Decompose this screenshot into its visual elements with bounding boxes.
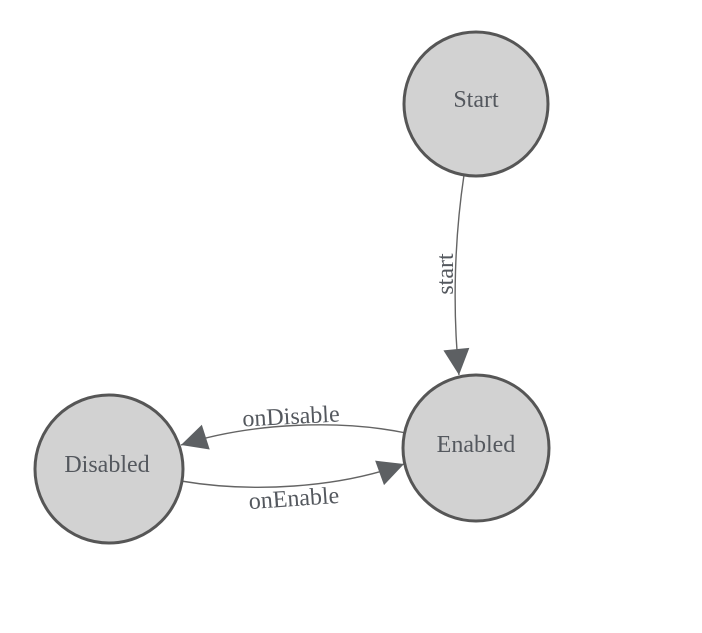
state-circle-enabled <box>401 373 551 523</box>
state-label-disabled: Disabled <box>64 452 149 478</box>
edge-label-start: start <box>433 253 459 295</box>
edge-label-ondisable: onDisable <box>242 401 341 432</box>
edge-start-to-enabled: start <box>433 174 470 376</box>
state-circle-disabled <box>33 393 185 545</box>
edge-line-start <box>443 174 470 376</box>
edge-label-onenable: onEnable <box>248 483 340 515</box>
state-label-start: Start <box>453 87 499 113</box>
edge-enabled-to-disabled: onDisable <box>180 401 407 450</box>
state-circle-start <box>402 30 550 178</box>
state-node-enabled: Enabled <box>401 373 551 523</box>
edge-line-onenable <box>180 460 405 488</box>
state-node-disabled: Disabled <box>33 393 185 545</box>
edge-line-ondisable <box>180 424 407 450</box>
state-node-start: Start <box>402 30 550 178</box>
state-label-enabled: Enabled <box>437 432 516 458</box>
edge-disabled-to-enabled: onEnable <box>180 460 405 515</box>
